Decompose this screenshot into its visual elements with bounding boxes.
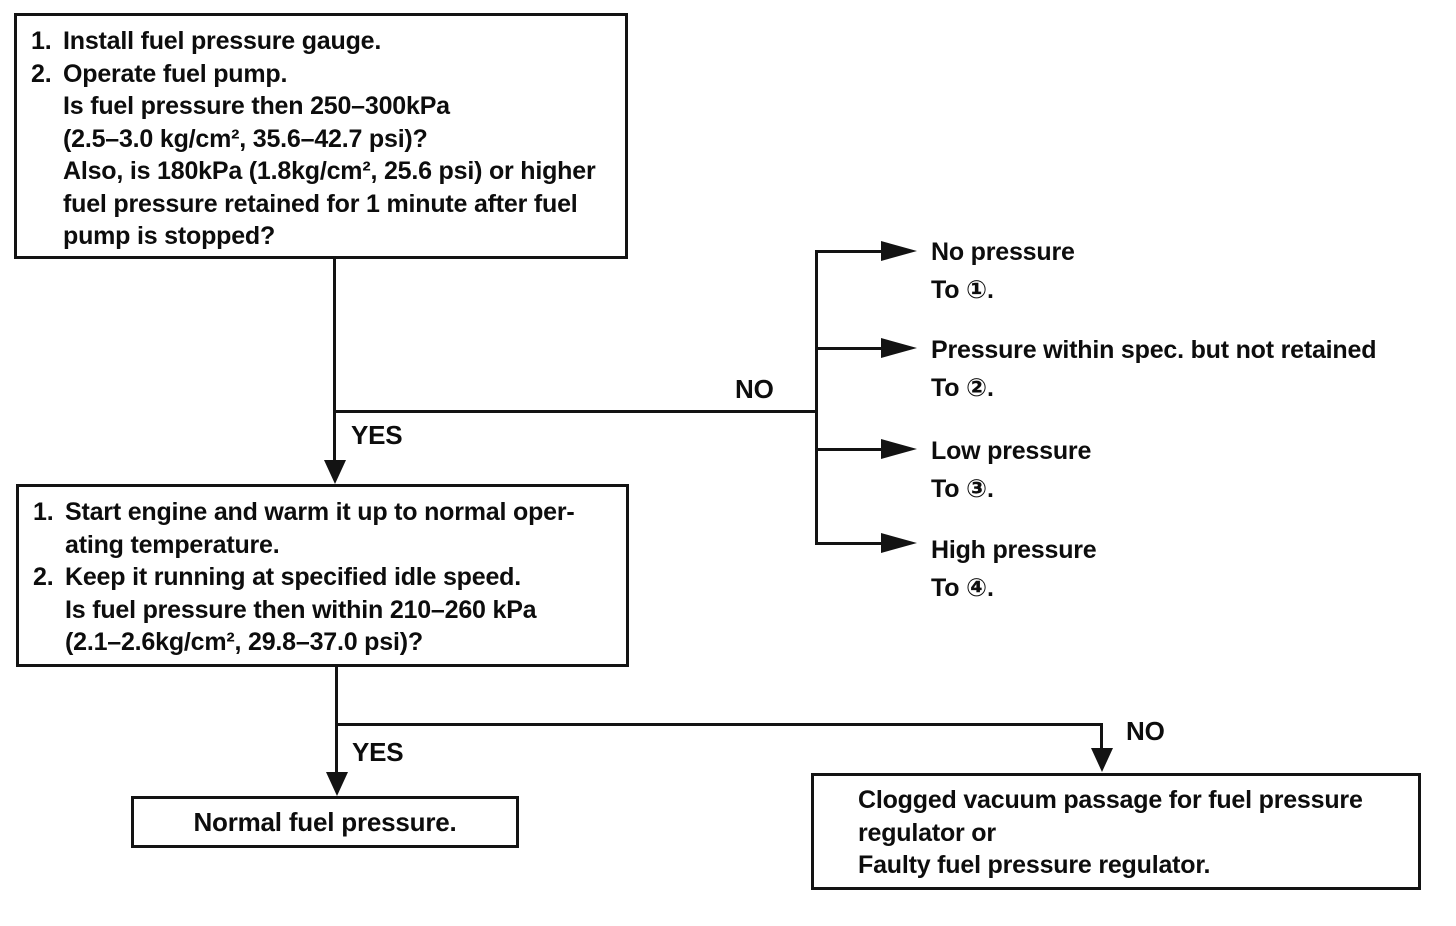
branch-label: Pressure within spec. but not retained [931,336,1377,364]
step-number [33,626,65,659]
branch-item-no-pressure: No pressure To ①. [931,233,1075,309]
branch-arm-line-1 [815,250,883,253]
step-text: Is fuel pressure then within 210–260 kPa [65,595,537,624]
branch-label: No pressure [931,238,1075,266]
step-text: Install fuel pressure gauge. [63,27,382,55]
step1-line: fuel pressure retained for 1 minute afte… [31,188,617,221]
step2-no-connector-line [335,723,1103,726]
step1-no-connector-line [333,410,818,413]
arrow-down-icon [326,772,348,796]
branch-target: To ④. [931,574,994,602]
step-number [31,188,63,221]
branch-label: High pressure [931,536,1097,564]
branch-arm-line-4 [815,542,883,545]
step-number [33,594,65,627]
fault-item: Clogged vacuum passage for fuel pressure… [827,784,1408,849]
branch-arm-line-2 [815,347,883,350]
step2-line: 1. Start engine and warm it up to normal… [33,496,618,529]
step-text: Also, is 180kPa (1.8kg/cm², 25.6 psi) or… [63,157,596,185]
branch-item-high-pressure: High pressure To ④. [931,531,1097,607]
branch-item-low-pressure: Low pressure To ③. [931,432,1091,508]
step-text: Operate fuel pump. [63,59,288,88]
step2-line: ating temperature. [33,529,618,562]
no-label-2: NO [1126,716,1165,746]
step-number: 1. [31,27,52,55]
arrow-down-icon [1091,748,1113,772]
arrow-right-icon [881,241,917,261]
branch-item-not-retained: Pressure within spec. but not retained T… [931,331,1376,407]
step-number [31,220,63,253]
step-text: ating temperature. [65,530,280,559]
step1-yes-connector-line [333,258,336,462]
fault-item-text: Faulty fuel pressure regulator. [858,851,1211,879]
step2-line: (2.1–2.6kg/cm², 29.8–37.0 psi)? [33,626,618,659]
step-text: Keep it running at specified idle speed. [65,563,521,591]
step-number [31,155,63,188]
branch-spine-line [815,250,818,545]
bullet-icon [827,849,858,892]
step-number: 2. [33,563,54,591]
step-text: Start engine and warm it up to normal op… [65,498,575,526]
step2-no-drop-line [1100,723,1103,750]
step2-box: 1. Start engine and warm it up to normal… [16,484,629,667]
branch-target: To ①. [931,276,994,304]
yes-label-2: YES [352,737,404,767]
step-number [31,90,63,123]
step2-yes-connector-line [335,666,338,774]
branch-target: To ③. [931,475,994,503]
fault-item-text: Clogged vacuum passage for fuel pressure… [858,786,1363,847]
step1-line: Also, is 180kPa (1.8kg/cm², 25.6 psi) or… [31,155,617,188]
step-number [31,123,63,156]
arrow-right-icon [881,338,917,358]
step2-line: Is fuel pressure then within 210–260 kPa [33,594,618,627]
step1-line: 1. Install fuel pressure gauge. [31,25,617,58]
step-text: (2.1–2.6kg/cm², 29.8–37.0 psi)? [65,628,423,656]
result-fault-box: Clogged vacuum passage for fuel pressure… [811,773,1421,890]
step-number: 1. [33,498,54,526]
step1-line: Is fuel pressure then 250–300kPa [31,90,617,123]
step1-line: pump is stopped? [31,220,617,253]
step1-box: 1. Install fuel pressure gauge. 2. Opera… [14,13,628,259]
fault-item: Faulty fuel pressure regulator. [827,849,1408,892]
step-number [33,529,65,562]
step1-line: 2. Operate fuel pump. [31,58,617,91]
step-text: fuel pressure retained for 1 minute afte… [63,189,578,218]
branch-arm-line-3 [815,448,883,451]
arrow-right-icon [881,439,917,459]
branch-label: Low pressure [931,437,1092,465]
step1-line: (2.5–3.0 kg/cm², 35.6–42.7 psi)? [31,123,617,156]
result-normal-box: Normal fuel pressure. [131,796,519,848]
step-text: pump is stopped? [63,222,276,250]
step-number: 2. [31,59,52,88]
step2-line: 2. Keep it running at specified idle spe… [33,561,618,594]
step-text: Is fuel pressure then 250–300kPa [63,92,450,120]
branch-target: To ②. [931,374,994,402]
step-text: (2.5–3.0 kg/cm², 35.6–42.7 psi)? [63,124,428,153]
arrow-right-icon [881,533,917,553]
bullet-icon [827,784,858,827]
no-label-1: NO [735,374,774,404]
arrow-down-icon [324,460,346,484]
result-normal-text: Normal fuel pressure. [193,806,457,837]
yes-label-1: YES [351,420,403,450]
